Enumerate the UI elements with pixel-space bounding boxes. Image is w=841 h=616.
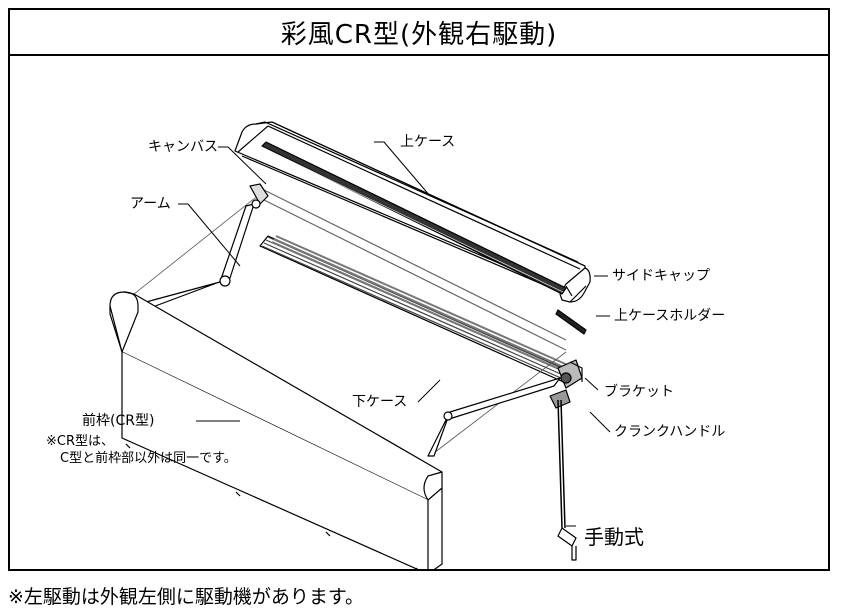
side-cap-part	[559, 267, 591, 303]
label-crank-handle: クランクハンドル	[614, 424, 725, 440]
right-arm-part	[427, 377, 561, 457]
label-lower-case: 下ケース	[352, 394, 407, 410]
label-side-cap: サイドキャップ	[612, 268, 710, 284]
label-upper-case: 上ケース	[400, 134, 455, 150]
diagram-title: 彩風CR型(外観右駆動)	[10, 10, 828, 56]
label-upper-case-holder: 上ケースホルダー	[614, 308, 725, 324]
label-bracket: ブラケット	[604, 383, 674, 400]
upper-case-part	[234, 121, 586, 297]
front-frame-part	[109, 291, 443, 569]
note-line-2: C型と前枠部以外は同一です。	[60, 451, 237, 466]
crank-handle-part	[557, 399, 577, 561]
awning-diagram: キャンバス 上ケース アーム サイドキャップ 上ケースホルダー ブラケット 下ケ…	[82, 121, 725, 569]
upper-case-holder-part	[555, 309, 587, 335]
leader-lines	[178, 141, 611, 527]
footnote: ※左駆動は外観左側に駆動機があります。	[8, 586, 365, 608]
note-line-1: ※CR型は、	[46, 434, 115, 449]
cr-type-note: ※CR型は、 C型と前枠部以外は同一です。	[46, 433, 237, 467]
left-arm-part	[145, 183, 269, 309]
label-front-frame: 前枠(CR型)	[82, 412, 154, 429]
label-canvas: キャンバス	[148, 139, 218, 155]
canvas-part	[261, 141, 567, 295]
bracket-part	[549, 359, 583, 409]
label-arm: アーム	[130, 196, 171, 212]
label-manual: 手動式	[584, 525, 644, 549]
diagram-frame: 彩風CR型(外観右駆動)	[8, 8, 830, 571]
